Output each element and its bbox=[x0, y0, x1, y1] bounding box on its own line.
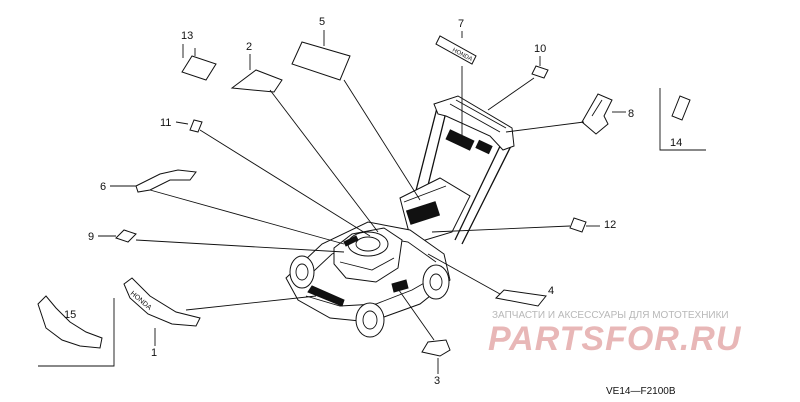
watermark-brand: PARTSFOR.RU bbox=[488, 320, 742, 358]
callout-4: 4 bbox=[548, 285, 554, 297]
part-14-label: 14 bbox=[659, 88, 706, 151]
watermark-tagline: ЗАПЧАСТИ И АКСЕССУАРЫ ДЛЯ МОТОТЕХНИКИ bbox=[492, 310, 729, 321]
part-11-label: 11 bbox=[160, 117, 371, 237]
part-4-label: 4 bbox=[427, 253, 554, 307]
lawn-mower bbox=[285, 95, 515, 338]
callout-11: 11 bbox=[160, 117, 171, 129]
callout-14: 14 bbox=[670, 137, 682, 149]
deck-decal-left bbox=[307, 285, 345, 307]
callout-8: 8 bbox=[628, 108, 634, 120]
callout-7: 7 bbox=[458, 18, 464, 30]
callout-10: 10 bbox=[534, 43, 546, 55]
watermark: ЗАПЧАСТИ И АКСЕССУАРЫ ДЛЯ МОТОТЕХНИКИ PA… bbox=[488, 310, 742, 358]
part-2-label: 2 bbox=[230, 41, 379, 233]
callout-15: 15 bbox=[64, 309, 76, 321]
callout-12: 12 bbox=[604, 219, 616, 231]
front-right-wheel bbox=[355, 302, 385, 338]
part-3-label: 3 bbox=[395, 285, 451, 387]
front-left-wheel bbox=[289, 255, 315, 289]
callout-3: 3 bbox=[434, 375, 440, 387]
part-8-clip: 8 bbox=[505, 93, 634, 135]
bag-label bbox=[405, 201, 441, 225]
callout-13: 13 bbox=[181, 30, 193, 42]
diagram-code: VE14—F2100B bbox=[606, 386, 676, 397]
part-6-strip: 6 bbox=[100, 169, 345, 245]
callout-5: 5 bbox=[319, 16, 325, 28]
callout-9: 9 bbox=[88, 231, 94, 243]
part-10-label: 10 bbox=[487, 43, 549, 111]
part-13-label: 13 bbox=[181, 30, 217, 81]
throttle-lever bbox=[445, 129, 475, 151]
callout-1: 1 bbox=[151, 347, 157, 359]
callout-2: 2 bbox=[246, 41, 252, 53]
rear-right-wheel bbox=[422, 264, 450, 300]
callout-6: 6 bbox=[100, 181, 106, 193]
deck-decal-right bbox=[391, 279, 409, 293]
part-7-emblem: HONDA 7 bbox=[435, 18, 477, 142]
part-15-label: 15 bbox=[37, 295, 115, 367]
part-9-label: 9 bbox=[88, 229, 345, 253]
part-5-label: 5 bbox=[291, 16, 421, 201]
part-1-decal: HONDA 1 bbox=[123, 277, 317, 359]
part-12-label: 12 bbox=[431, 217, 616, 233]
